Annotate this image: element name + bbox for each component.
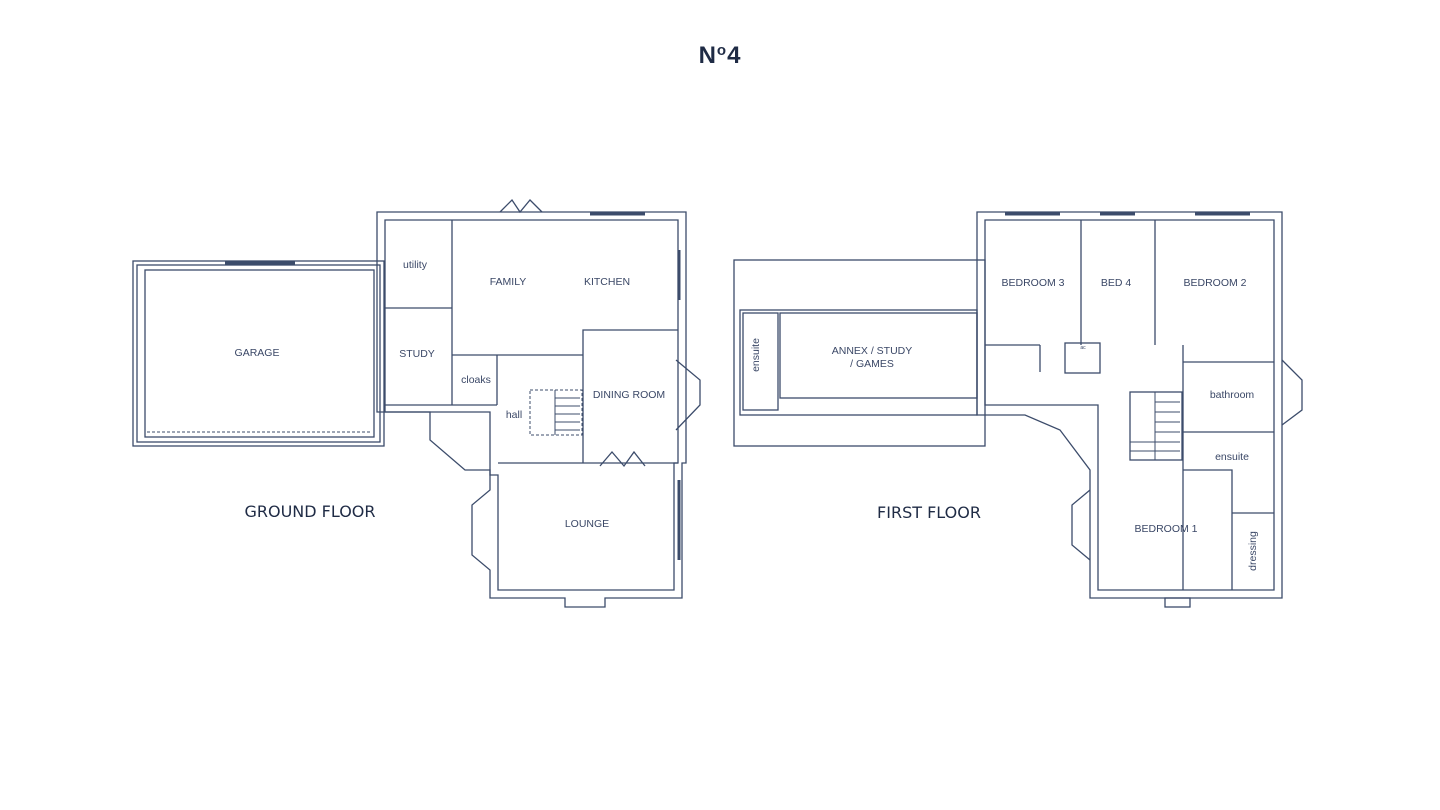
room-label-ensuite: ensuite	[1215, 451, 1249, 463]
room-label-dining-room: DINING ROOM	[593, 389, 665, 401]
garage-outer-wall	[132, 260, 385, 447]
first-floor-outer-wall	[976, 211, 1283, 599]
room-label-lounge: LOUNGE	[565, 518, 609, 530]
room-label-kitchen: KITCHEN	[584, 276, 630, 288]
room-label-cloaks: cloaks	[461, 374, 491, 386]
room-label-study: STUDY	[399, 348, 435, 360]
room-label-family: FAMILY	[490, 276, 527, 288]
room-label-annex-study: ANNEX / STUDY	[832, 345, 913, 357]
room-label-bedroom-3: BEDROOM 3	[1001, 277, 1064, 289]
room-label-utility: utility	[403, 259, 428, 271]
room-label-bedroom-1: BEDROOM 1	[1134, 523, 1197, 535]
room-label-hall: hall	[506, 409, 522, 421]
first-floor-plan	[733, 211, 1303, 608]
room-label-garage: GARAGE	[235, 347, 280, 359]
room-label-annex-games: / GAMES	[850, 358, 894, 370]
ground-floor-plan	[132, 198, 701, 608]
room-label-bathroom: bathroom	[1210, 389, 1255, 401]
room-label-bed-4: BED 4	[1101, 277, 1132, 289]
first-floor-label: FIRST FLOOR	[877, 503, 981, 522]
room-label-ac: ac	[1080, 345, 1086, 351]
room-label-dressing: dressing	[1247, 531, 1259, 571]
house-outer-wall	[376, 211, 687, 608]
plot-title: No4	[698, 42, 742, 69]
ground-floor-label: GROUND FLOOR	[244, 502, 375, 521]
room-label-bedroom-2: BEDROOM 2	[1183, 277, 1246, 289]
room-label-annex-ensuite: ensuite	[750, 338, 762, 372]
